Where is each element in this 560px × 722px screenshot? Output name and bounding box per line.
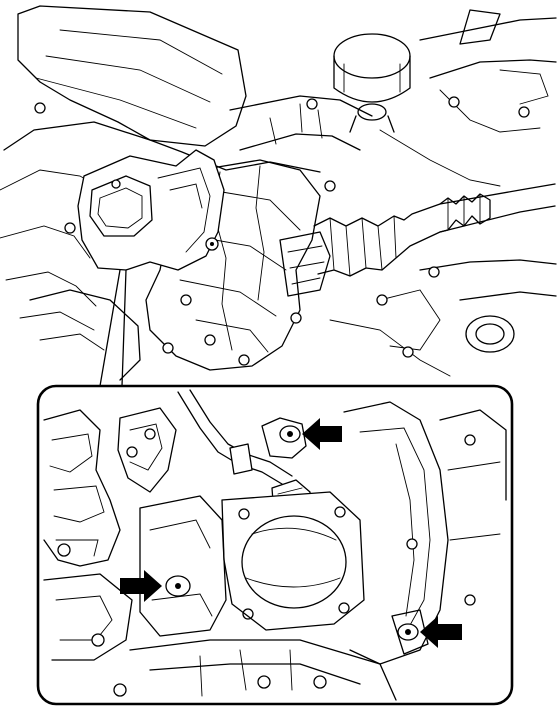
engine-overview [0,5,557,387]
left-bolt-arrow [120,570,162,602]
right-bolt-arrow [420,616,462,648]
removed-cover-part [77,149,225,271]
detail-inset [36,384,514,706]
upper-bolt-arrow [302,418,342,450]
inset-frame [36,384,514,706]
callout-leader [99,269,121,387]
